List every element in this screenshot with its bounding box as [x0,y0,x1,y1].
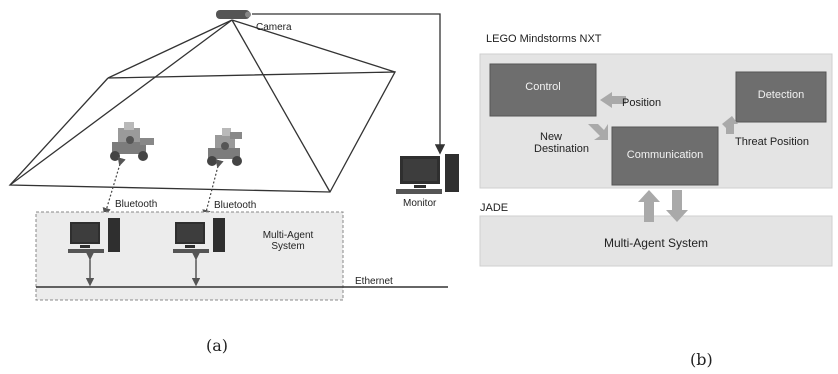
mas-label-a: Multi-Agent System [258,230,318,252]
monitor-computer-icon [396,154,459,194]
detection-label: Detection [757,89,805,101]
control-box [489,63,597,117]
up-arrow [638,190,660,222]
new-destination-arrow [588,124,608,140]
bluetooth-link-left [102,157,126,217]
computer-icon [173,218,225,253]
caption-b: (b) [690,350,713,369]
robot-icon [110,122,154,161]
threat-position-arrow [722,116,738,134]
computer-icon [68,218,120,253]
communication-label: Communication [626,149,704,161]
camera-monitor-link [252,13,446,155]
camera-label: Camera [256,22,292,33]
mas-label-line2: System [271,241,305,252]
caption-a: (a) [206,336,229,355]
jade-panel [479,215,833,267]
bluetooth-link-right [202,159,224,219]
camera-view-pyramid [8,19,397,193]
bluetooth-label-left: Bluetooth [115,199,158,210]
new-destination-label: New Destination [534,131,589,155]
mas-label-line1: Multi-Agent [262,230,314,241]
camera-icon [216,10,251,19]
down-arrow [666,190,688,222]
ethernet-label: Ethernet [355,276,393,287]
control-label: Control [525,81,561,93]
position-arrow [600,92,626,108]
threat-position-label: Threat Position [735,136,809,148]
mas-label-b: Multi-Agent System [603,236,709,250]
lego-nxt-title: LEGO Mindstorms NXT [486,33,602,45]
robot-icon [207,128,242,166]
detection-box [735,71,827,123]
new-destination-line1: New [540,131,563,143]
position-label: Position [622,97,662,109]
jade-label: JADE [480,202,509,214]
communication-box [611,126,719,186]
monitor-label: Monitor [403,198,437,209]
bluetooth-label-right: Bluetooth [214,200,257,211]
new-destination-line2: Destination [534,143,590,155]
